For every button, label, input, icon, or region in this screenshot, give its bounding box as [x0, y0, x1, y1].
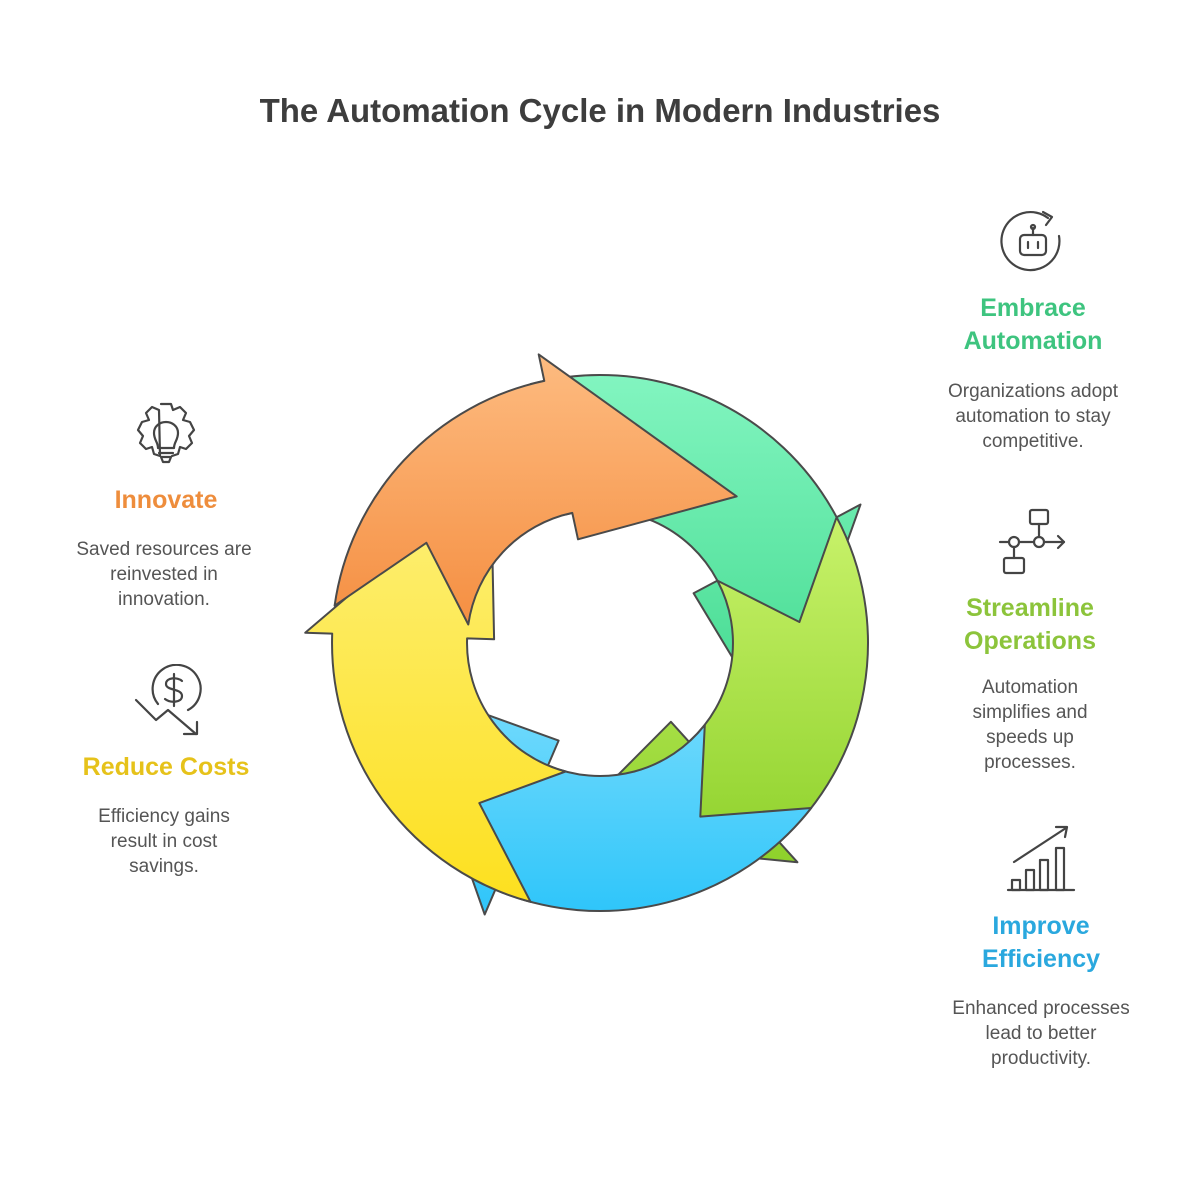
page-title: The Automation Cycle in Modern Industrie…	[259, 92, 941, 129]
robot-cycle-icon	[1000, 210, 1061, 272]
dollar-down-icon	[134, 664, 202, 736]
step-label-innovate: Innovate	[114, 486, 218, 514]
step-label-costs: Reduce Costs	[82, 753, 250, 781]
gear-bulb-icon	[136, 402, 196, 464]
flowchart-icon	[998, 508, 1066, 575]
growth-chart-icon	[1006, 825, 1076, 892]
cycle-arrow-innovate	[333, 353, 738, 626]
